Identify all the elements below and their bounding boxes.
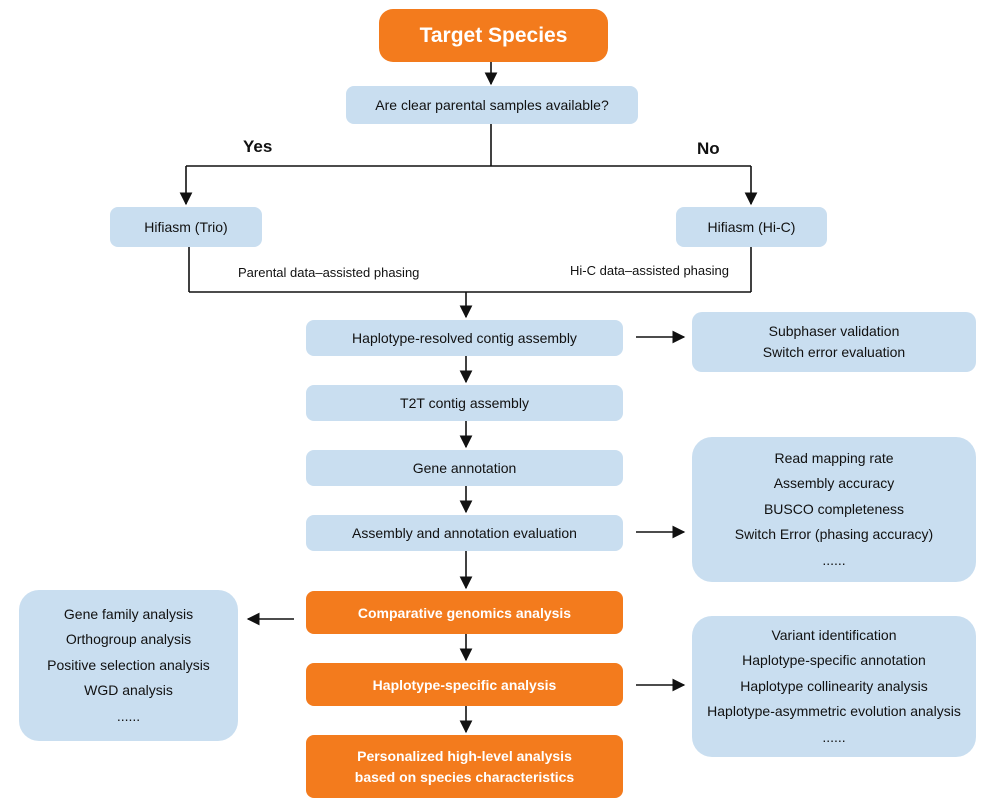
no-label: No [697,139,720,158]
comparative-item: Orthogroup analysis [65,631,192,648]
comparative-item: ...... [116,707,141,724]
haplotype-item: Haplotype-asymmetric evolution analysis [707,703,961,720]
hifiasm-trio-label: Hifiasm (Trio) [144,219,228,235]
evaluation-item: Read mapping rate [774,449,894,466]
evaluation-node: Assembly and annotation evaluation [306,515,623,551]
parental-samples-question-node: Are clear parental samples available? [346,86,638,124]
validation-item: Switch error evaluation [762,344,906,360]
validation-box: Subphaser validation Switch error evalua… [692,312,976,372]
gene-annotation-label: Gene annotation [412,460,517,476]
validation-item: Subphaser validation [768,323,900,339]
evaluation-item: Assembly accuracy [773,475,895,492]
haplotype-item: ...... [822,728,846,745]
haplotype-items-box: Variant identification Haplotype-specifi… [692,616,976,757]
evaluation-item: BUSCO completeness [763,500,905,517]
target-species-node: Target Species [379,9,608,62]
gene-annotation-node: Gene annotation [306,450,623,486]
evaluation-item: ...... [822,551,846,568]
comparative-genomics-label: Comparative genomics analysis [357,604,572,621]
haplotype-specific-label: Haplotype-specific analysis [372,676,557,693]
hifiasm-hic-node: Hifiasm (Hi-C) [676,207,827,247]
haplotype-item: Haplotype collinearity analysis [740,677,928,694]
evaluation-item: Switch Error (phasing accuracy) [734,526,934,543]
comparative-items-box: Gene family analysis Orthogroup analysis… [19,590,238,741]
evaluation-label: Assembly and annotation evaluation [352,525,577,541]
evaluation-metrics-box: Read mapping rate Assembly accuracy BUSC… [692,437,976,582]
hic-phasing-note: Hi-C data–assisted phasing [570,263,729,278]
t2t-label: T2T contig assembly [400,395,529,411]
comparative-item: Positive selection analysis [47,656,210,673]
comparative-item: WGD analysis [84,682,173,699]
haplotype-assembly-label: Haplotype-resolved contig assembly [352,330,577,346]
haplotype-item: Variant identification [771,626,897,643]
t2t-node: T2T contig assembly [306,385,623,421]
haplotype-item: Haplotype-specific annotation [742,652,926,669]
personalized-line-2: based on species characteristics [354,768,575,785]
parental-phasing-note: Parental data–assisted phasing [238,265,420,280]
target-species-label: Target Species [419,23,568,47]
yes-label: Yes [243,137,273,156]
personalized-line-1: Personalized high-level analysis [357,747,572,764]
personalized-analysis-node: Personalized high-level analysis based o… [306,735,623,798]
comparative-genomics-node: Comparative genomics analysis [306,591,623,634]
comparative-item: Gene family analysis [63,605,194,622]
haplotype-specific-node: Haplotype-specific analysis [306,663,623,706]
haplotype-assembly-node: Haplotype-resolved contig assembly [306,320,623,356]
hifiasm-hic-label: Hifiasm (Hi-C) [707,219,796,235]
hifiasm-trio-node: Hifiasm (Trio) [110,207,262,247]
question-label: Are clear parental samples available? [375,97,609,113]
